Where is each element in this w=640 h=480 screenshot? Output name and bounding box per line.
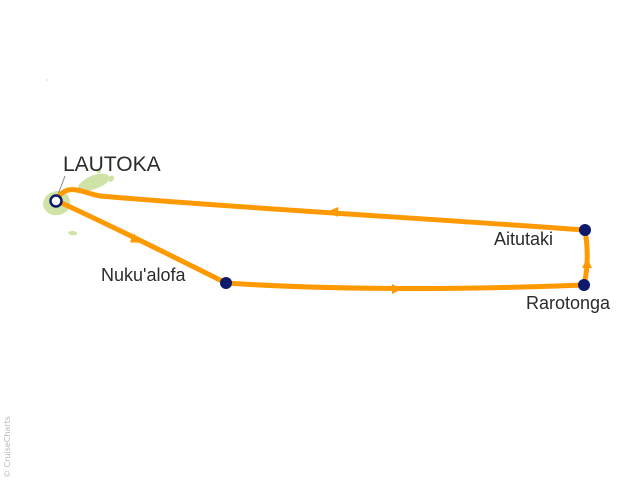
origin-port-label: LAUTOKA [63, 153, 161, 176]
taveuni-island [108, 175, 115, 182]
port-marker-aitutaki[interactable] [579, 224, 591, 236]
origin-port-marker[interactable] [49, 194, 63, 208]
islet [46, 79, 48, 81]
port-label-nukualofa: Nuku'alofa [101, 265, 186, 285]
route-rarotonga-to-aitutaki [581, 227, 590, 288]
vanua-levu-island [78, 173, 110, 192]
route-nukualofa-to-rarotonga [223, 280, 587, 292]
port-label-aitutaki: Aitutaki [494, 229, 553, 249]
route-direction-arrows [129, 207, 592, 294]
port-label-rarotonga: Rarotonga [526, 293, 611, 313]
route-aitutaki-to-lautoka [54, 187, 588, 233]
small-island [96, 168, 102, 174]
direction-arrow-icon [582, 258, 592, 268]
direction-arrow-icon [328, 207, 339, 217]
port-marker-nukualofa[interactable] [220, 277, 232, 289]
direction-arrow-icon [392, 284, 402, 294]
kadavu-island [68, 230, 78, 236]
watermark-text: © CruiseCharts [3, 416, 12, 478]
port-marker-rarotonga[interactable] [578, 279, 590, 291]
direction-arrow-icon [129, 233, 141, 243]
route-lautoka-to-nukualofa [54, 198, 229, 286]
